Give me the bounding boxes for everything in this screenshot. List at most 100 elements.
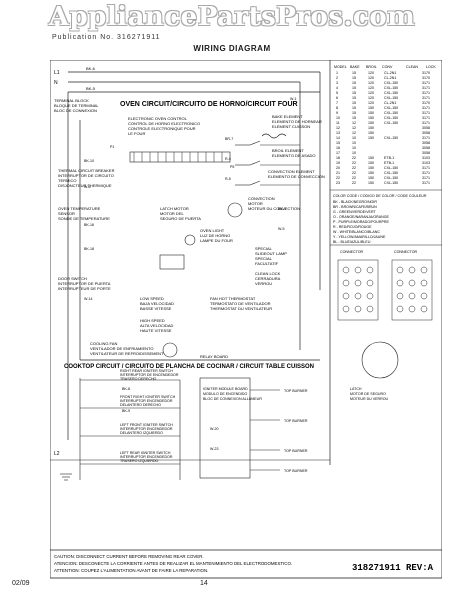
- legend-cell: 150: [368, 116, 374, 120]
- legend-cell: 150: [368, 106, 374, 110]
- legend-cell: CXL-150: [384, 96, 398, 100]
- relay-box: [159, 254, 185, 270]
- svg-text:DELANTERO DERECHO: DELANTERO DERECHO: [120, 403, 161, 407]
- svg-text:BLOC DE CONNEXION: BLOC DE CONNEXION: [54, 108, 97, 113]
- sensor-label: OVEN TEMPERATURE SENSOR SONDE DE TEMPERA…: [58, 206, 110, 221]
- svg-text:LEFT REAR IGNITER SWITCH: LEFT REAR IGNITER SWITCH: [120, 451, 171, 455]
- legend-cell: 2: [336, 76, 338, 80]
- legend-cell: 17: [336, 151, 340, 155]
- latch-motor-label: LATCH MOTOR DE SEGURO MOTEUR DU VERROU: [350, 387, 389, 401]
- legend-cell: 150: [368, 111, 374, 115]
- svg-text:COOLING FAN: COOLING FAN: [90, 341, 117, 346]
- publication-number: Publication No. 316271911: [52, 34, 161, 41]
- svg-text:TERMICO: TERMICO: [58, 178, 76, 183]
- legend-cell: CXL-150: [384, 121, 398, 125]
- legend-cell: 3058: [422, 131, 430, 135]
- legend-cell: 3171: [422, 106, 430, 110]
- convection-element-label: CONVECTION ELEMENT ELEMENTO DE CONVECCIO…: [268, 169, 325, 179]
- svg-text:BK-9: BK-9: [122, 409, 130, 413]
- connector-pin: [354, 279, 362, 287]
- svg-text:INTERRUPTOR DE PUERTA: INTERRUPTOR DE PUERTA: [58, 281, 111, 286]
- svg-text:CONVECTION ELEMENT: CONVECTION ELEMENT: [268, 169, 315, 174]
- legend-cell: 15: [352, 76, 356, 80]
- legend-cell: 3058: [422, 126, 430, 130]
- svg-text:CONNECTOR: CONNECTOR: [340, 250, 363, 254]
- svg-text:MODULO DE ENCENDIDO: MODULO DE ENCENDIDO: [203, 392, 248, 396]
- svg-text:ALTA VELOCIDAD: ALTA VELOCIDAD: [140, 323, 174, 328]
- page-title: WIRING DIAGRAM: [193, 44, 271, 53]
- connector-pin: [408, 292, 416, 300]
- caution-notice: CAUTION: DISCONNECT CURRENT BEFORE REMOV…: [54, 554, 292, 573]
- legend-cell: 3171: [422, 96, 430, 100]
- legend-cell: 3058: [422, 151, 430, 155]
- legend-cell: 3170: [422, 101, 430, 105]
- high-speed-label: HIGH SPEED ALTA VELOCIDAD HAUTE VITESSE: [140, 318, 174, 333]
- legend-cell: 10: [352, 141, 356, 145]
- svg-text:ELECTRONIC OVEN CONTROL: ELECTRONIC OVEN CONTROL: [128, 116, 188, 121]
- relay-contacts: [235, 140, 300, 186]
- color-code-row: BR - BROWN/CAFE/BRUN: [333, 205, 377, 209]
- part-number: 318271911 REV:A: [352, 563, 434, 573]
- connector-pin: [420, 266, 428, 274]
- svg-text:LATCH MOTOR: LATCH MOTOR: [160, 206, 189, 211]
- svg-text:HAUTE VITESSE: HAUTE VITESSE: [140, 328, 172, 333]
- legend-cell: 150: [368, 121, 374, 125]
- svg-text:FRONT RIGHT IGNITER SWITCH: FRONT RIGHT IGNITER SWITCH: [120, 395, 176, 399]
- svg-text:ELEMENT CUISSON: ELEMENT CUISSON: [272, 124, 310, 129]
- legend-cell: 150: [368, 126, 374, 130]
- legend-cell: 4: [336, 86, 338, 90]
- legend-cell: 22: [352, 171, 356, 175]
- svg-text:VERROU: VERROU: [255, 281, 272, 286]
- legend-cell: 3058: [422, 146, 430, 150]
- svg-text:THERMAL CIRCUIT BREAKER: THERMAL CIRCUIT BREAKER: [58, 168, 115, 173]
- connector-pin: [366, 305, 374, 313]
- legend-cell: 150: [368, 166, 374, 170]
- control-pins: [133, 152, 223, 162]
- svg-text:BK-18: BK-18: [84, 247, 94, 251]
- svg-text:CONVECTION: CONVECTION: [248, 196, 275, 201]
- legend-cell: 15: [352, 91, 356, 95]
- legend-cell: ETB-1: [384, 156, 394, 160]
- color-code-row: P - PURPLE/MORADO/POURPRE: [333, 220, 389, 224]
- svg-text:TERMINAL BLOCK: TERMINAL BLOCK: [54, 98, 89, 103]
- legend-header-cell: BROIL: [366, 65, 377, 69]
- legend-cell: CXL-150: [384, 81, 398, 85]
- legend-cell: 120: [368, 91, 374, 95]
- cooling-fan-label: COOLING FAN VENTILADOR DE ENFRIAMIENTO V…: [90, 341, 164, 356]
- legend-cell: 5: [336, 91, 338, 95]
- color-code-row: R - RED/ROJO/ROUGE: [333, 225, 372, 229]
- legend-cell: 16: [336, 146, 340, 150]
- svg-text:SPECIAL: SPECIAL: [255, 256, 273, 261]
- special-lamp-label: SPECIAL SLIDEOUT LAMP SPECIAL FACULTATIF: [255, 246, 287, 266]
- svg-text:BAJA VELOCIDAD: BAJA VELOCIDAD: [140, 301, 174, 306]
- svg-text:TOP BURNER: TOP BURNER: [284, 469, 308, 473]
- legend-cell: 6: [336, 96, 338, 100]
- legend-cell: 3171: [422, 116, 430, 120]
- svg-text:P1: P1: [110, 145, 114, 149]
- legend-cell: 7: [336, 101, 338, 105]
- igniter-module-label: IGNITER MODULE BOARD MODULO DE ENCENDIDO…: [203, 387, 262, 401]
- svg-text:SLIDEOUT LAMP: SLIDEOUT LAMP: [255, 251, 287, 256]
- svg-text:TOP BURNER: TOP BURNER: [284, 449, 308, 453]
- legend-cell: 15: [352, 106, 356, 110]
- svg-text:ATENCION: DESCONECTE LA CORRIE: ATENCION: DESCONECTE LA CORRIENTE ANTES …: [54, 561, 292, 566]
- power-rails: [67, 71, 321, 440]
- svg-text:TOP BURNER: TOP BURNER: [284, 389, 308, 393]
- svg-text:RIGHT REAR IGNITER SWITCH: RIGHT REAR IGNITER SWITCH: [120, 369, 173, 373]
- legend-cell: 19: [336, 161, 340, 165]
- legend-cell: 18: [336, 156, 340, 160]
- svg-text:INTERRUPTOR ENCENDEDOR: INTERRUPTOR ENCENDEDOR: [120, 455, 173, 459]
- legend-cell: 120: [368, 81, 374, 85]
- legend-cell: 8: [336, 106, 338, 110]
- legend-cell: 120: [368, 86, 374, 90]
- legend-cell: 3171: [422, 171, 430, 175]
- broil-element-label: BROIL ELEMENT ELEMENTO DE ASADO: [272, 148, 316, 158]
- svg-text:SPECIAL: SPECIAL: [255, 246, 273, 251]
- label-n: N: [54, 80, 58, 86]
- legend-cell: CL-2N1: [384, 101, 396, 105]
- svg-text:BLOQUE DE TERMINAL: BLOQUE DE TERMINAL: [54, 103, 99, 108]
- svg-text:BK-16: BK-16: [84, 223, 94, 227]
- legend-cell: 22: [336, 176, 340, 180]
- svg-text:W-20: W-20: [210, 427, 219, 431]
- oven-control-label: ELECTRONIC OVEN CONTROL CONTROL DE HORNO…: [128, 116, 200, 136]
